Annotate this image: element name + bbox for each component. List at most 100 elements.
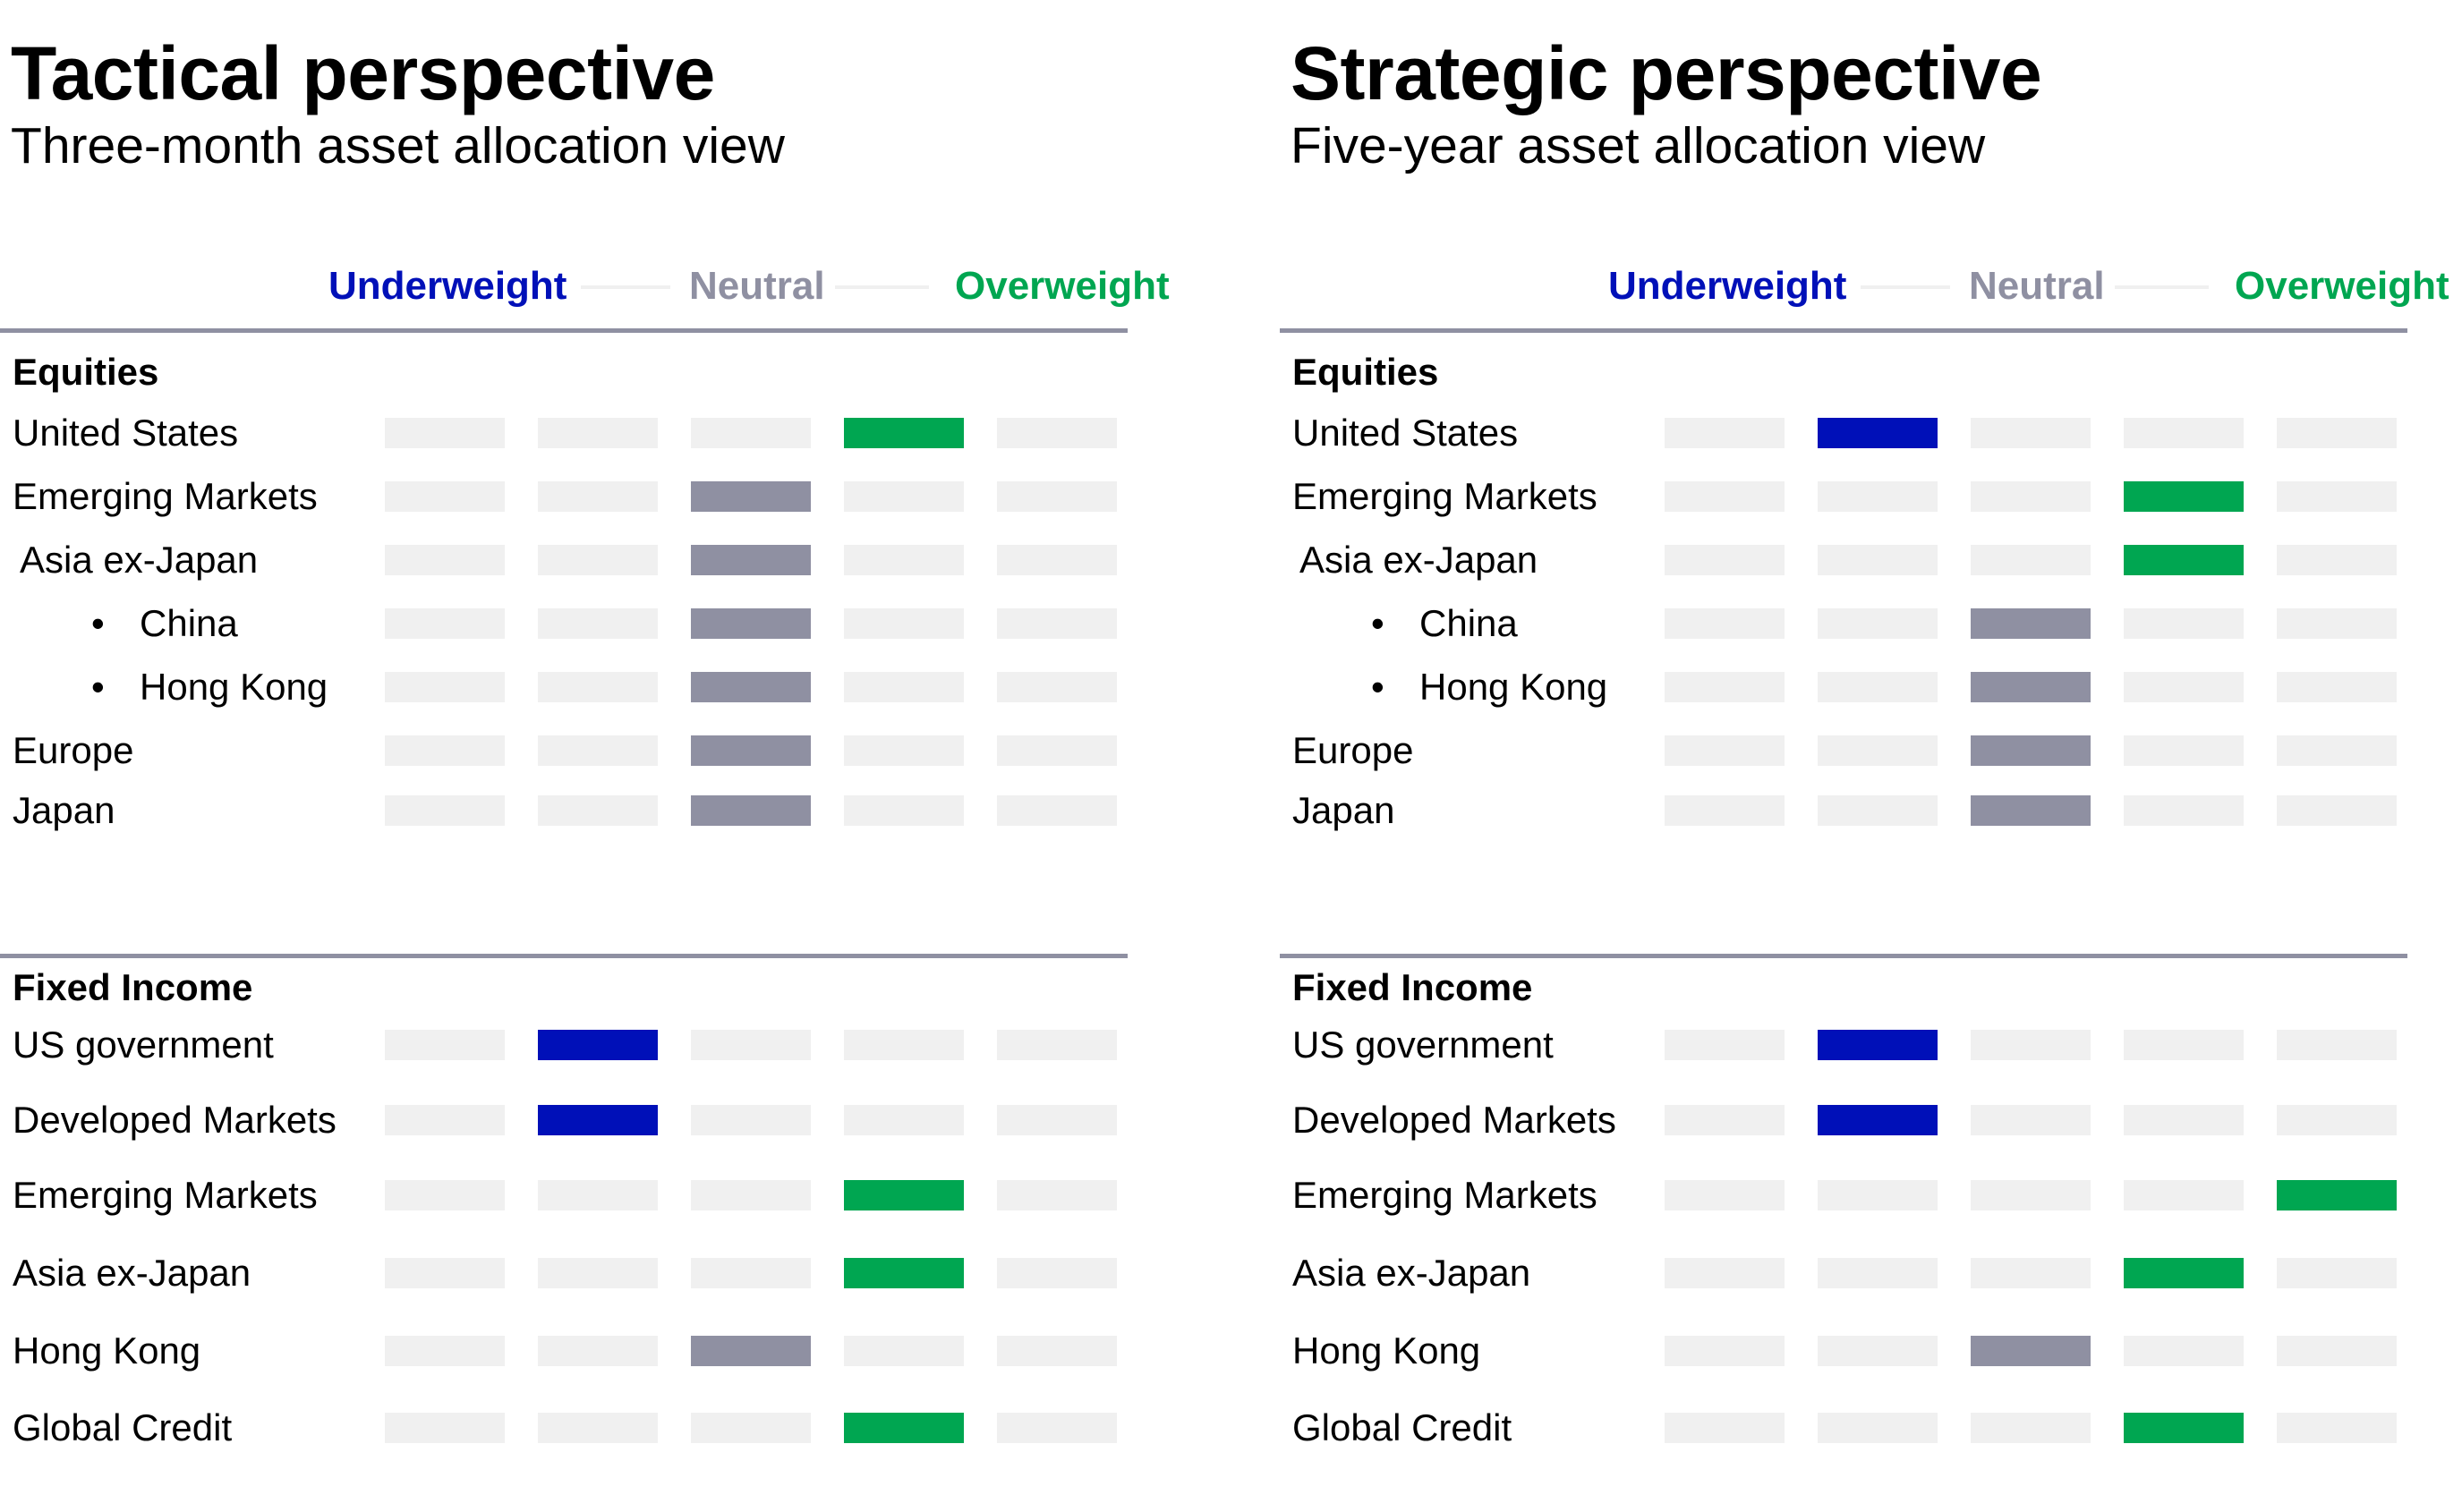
allocation-slot — [2277, 1413, 2397, 1443]
allocation-slot — [2277, 545, 2397, 575]
allocation-slot — [1818, 735, 1938, 766]
scale-connector — [581, 285, 670, 289]
allocation-slot — [2124, 608, 2244, 639]
section-divider — [1280, 954, 2407, 958]
allocation-slot — [1818, 795, 1938, 826]
allocation-slot — [997, 1030, 1117, 1060]
allocation-slot — [2277, 1030, 2397, 1060]
allocation-slot — [691, 1413, 811, 1443]
row-label: Emerging Markets — [13, 1172, 318, 1219]
allocation-slot — [385, 1336, 505, 1366]
row-label: Europe — [13, 727, 133, 774]
row-label-text: Emerging Markets — [1292, 475, 1597, 517]
panel-title: Tactical perspective — [11, 31, 715, 115]
strategic-panel: Strategic perspective Five-year asset al… — [1280, 0, 2462, 1512]
allocation-marker — [844, 1180, 964, 1210]
allocation-slot — [997, 1413, 1117, 1443]
allocation-slot — [385, 1258, 505, 1288]
allocation-slot — [1665, 418, 1785, 448]
row-label: Hong Kong — [1292, 1328, 1480, 1374]
allocation-slot — [1818, 1258, 1938, 1288]
allocation-slot — [385, 795, 505, 826]
row-label: Asia ex-Japan — [1292, 1250, 1530, 1296]
row-label: Emerging Markets — [1292, 473, 1597, 520]
allocation-slot — [691, 1258, 811, 1288]
row-label: Europe — [1292, 727, 1413, 774]
allocation-slot — [997, 672, 1117, 702]
allocation-marker — [1971, 1336, 2091, 1366]
allocation-slot — [997, 1336, 1117, 1366]
allocation-slot — [385, 1105, 505, 1135]
allocation-slot — [844, 795, 964, 826]
allocation-slot — [1971, 1030, 2091, 1060]
allocation-slot — [2124, 795, 2244, 826]
panel-subtitle: Five-year asset allocation view — [1291, 117, 1986, 174]
allocation-slot — [1818, 1180, 1938, 1210]
allocation-slot — [997, 545, 1117, 575]
row-label-text: Asia ex-Japan — [1299, 539, 1538, 581]
allocation-slot — [1665, 1030, 1785, 1060]
row-label-text: Emerging Markets — [1292, 1174, 1597, 1216]
row-label: •Hong Kong — [91, 664, 328, 710]
allocation-slot — [997, 1180, 1117, 1210]
row-label-text: China — [140, 602, 238, 644]
allocation-slot — [1818, 1413, 1938, 1443]
allocation-slot — [997, 1258, 1117, 1288]
allocation-marker — [1971, 795, 2091, 826]
row-label: US government — [1292, 1022, 1554, 1068]
panel-subtitle: Three-month asset allocation view — [11, 117, 785, 174]
allocation-slot — [2124, 735, 2244, 766]
allocation-slot — [1971, 1258, 2091, 1288]
section-label: Equities — [1292, 351, 1439, 393]
allocation-slot — [538, 545, 658, 575]
row-label-text: United States — [1292, 412, 1519, 454]
allocation-slot — [385, 545, 505, 575]
row-label: •Hong Kong — [1371, 664, 1607, 710]
allocation-slot — [997, 608, 1117, 639]
allocation-slot — [2124, 1336, 2244, 1366]
allocation-marker — [1971, 735, 2091, 766]
allocation-slot — [2124, 1105, 2244, 1135]
row-label: •China — [1371, 600, 1518, 647]
allocation-slot — [691, 418, 811, 448]
scale-underweight-label: Underweight — [328, 264, 567, 308]
row-label-text: Emerging Markets — [13, 475, 318, 517]
allocation-slot — [691, 1030, 811, 1060]
row-label-text: Global Credit — [13, 1406, 233, 1448]
row-label: Asia ex-Japan — [20, 537, 258, 583]
row-label: Emerging Markets — [1292, 1172, 1597, 1219]
row-label-text: US government — [13, 1024, 274, 1066]
allocation-marker — [844, 1413, 964, 1443]
row-label: Asia ex-Japan — [1299, 537, 1538, 583]
allocation-slot — [538, 608, 658, 639]
allocation-marker — [844, 1258, 964, 1288]
scale-neutral-label: Neutral — [1969, 264, 2105, 308]
tactical-panel: Tactical perspective Three-month asset a… — [0, 0, 1210, 1512]
row-label-text: Europe — [1292, 729, 1414, 771]
allocation-slot — [1665, 1105, 1785, 1135]
allocation-slot — [538, 1336, 658, 1366]
allocation-slot — [2277, 1105, 2397, 1135]
row-label: Japan — [1292, 787, 1394, 834]
allocation-slot — [1818, 608, 1938, 639]
scale-underweight-label: Underweight — [1608, 264, 1847, 308]
row-label: Developed Markets — [1292, 1097, 1616, 1143]
row-label: Japan — [13, 787, 115, 834]
allocation-marker — [2124, 545, 2244, 575]
allocation-slot — [2124, 1030, 2244, 1060]
allocation-marker — [2277, 1180, 2397, 1210]
section-divider — [0, 328, 1128, 333]
allocation-slot — [538, 1180, 658, 1210]
allocation-slot — [538, 481, 658, 512]
allocation-marker — [538, 1030, 658, 1060]
allocation-slot — [844, 1336, 964, 1366]
allocation-slot — [2124, 418, 2244, 448]
allocation-marker — [844, 418, 964, 448]
allocation-marker — [691, 545, 811, 575]
allocation-slot — [538, 1258, 658, 1288]
row-label-text: Japan — [1292, 789, 1395, 831]
allocation-slot — [2277, 418, 2397, 448]
allocation-slot — [385, 418, 505, 448]
row-label-text: US government — [1292, 1024, 1554, 1066]
allocation-slot — [997, 1105, 1117, 1135]
